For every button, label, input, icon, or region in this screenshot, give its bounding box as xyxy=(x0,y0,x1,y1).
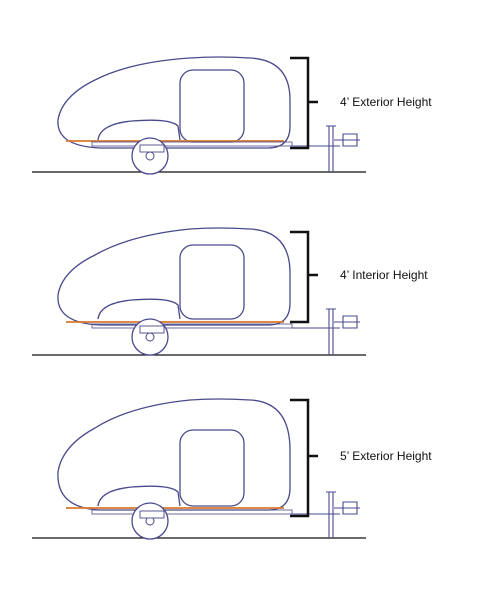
trailer-body-outline xyxy=(57,227,291,326)
side-window xyxy=(179,244,245,320)
trailer-diagram-1: 4’ Exterior Height xyxy=(32,56,432,175)
height-bracket xyxy=(290,56,310,150)
frame-rail xyxy=(91,323,293,329)
frame-rail xyxy=(91,509,293,515)
tongue-and-hitch xyxy=(292,308,360,355)
wheel-tire xyxy=(131,137,169,175)
tongue-and-hitch xyxy=(292,125,360,172)
trailer-diagram-2: 4’ Interior Height xyxy=(32,227,428,356)
side-window xyxy=(179,69,245,143)
fender-outline xyxy=(97,119,181,141)
height-label: 5’ Exterior Height xyxy=(340,449,432,463)
frame-rail xyxy=(91,141,293,147)
fender-outline xyxy=(97,485,181,507)
trailer-body-outline xyxy=(57,56,291,149)
height-label: 4’ Exterior Height xyxy=(340,95,432,109)
height-bracket xyxy=(290,230,310,324)
height-label: 4’ Interior Height xyxy=(340,268,428,282)
wheel-tire xyxy=(131,502,169,540)
fender-outline xyxy=(97,298,181,320)
wheel-tire xyxy=(131,318,169,356)
axle-bracket xyxy=(139,510,165,519)
tongue-and-hitch xyxy=(292,491,360,538)
height-bracket xyxy=(290,398,310,518)
side-window xyxy=(179,429,245,507)
trailer-body-outline xyxy=(57,398,291,511)
axle-bracket xyxy=(139,325,165,334)
trailer-diagram-3: 5’ Exterior Height xyxy=(32,398,432,540)
axle-bracket xyxy=(139,144,165,153)
